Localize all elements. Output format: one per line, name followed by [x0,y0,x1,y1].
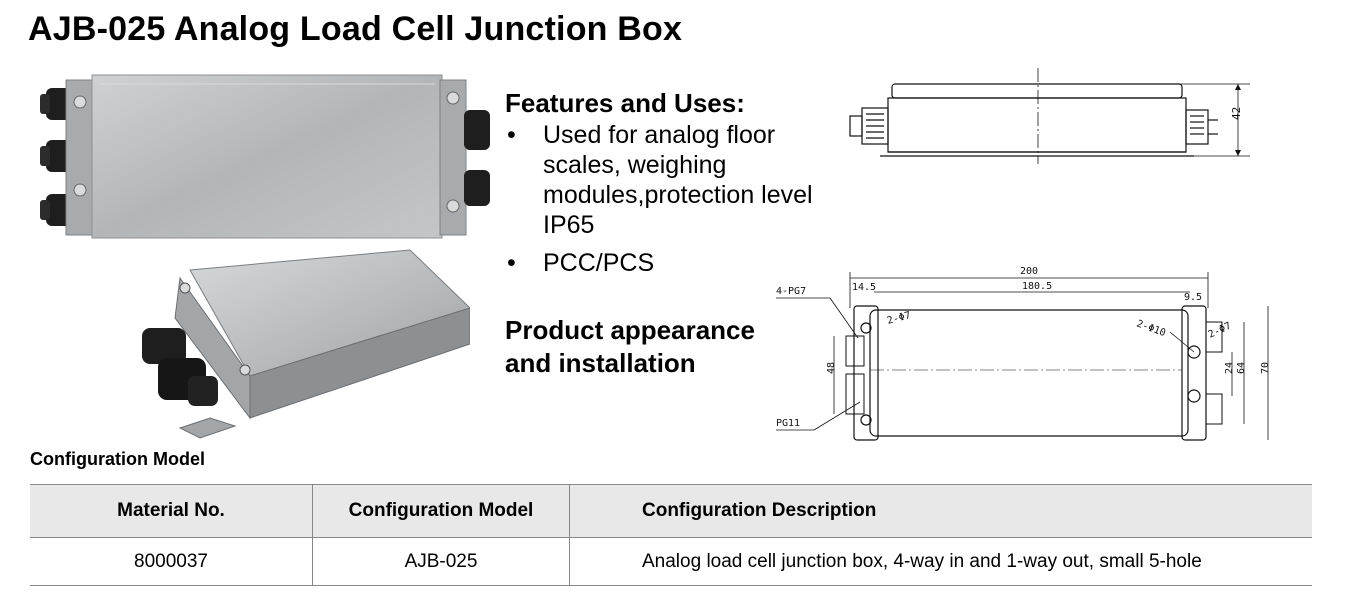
label-hole-left: 2-Φ7 [886,310,912,327]
dim-24: 24 [1224,362,1235,374]
cell-configuration-model: AJB-025 [312,537,570,586]
cell-configuration-description: Analog load cell junction box, 4-way in … [569,537,1312,586]
feature-text: PCC/PCS [543,249,655,277]
page-title: AJB-025 Analog Load Cell Junction Box [28,10,683,48]
label-pg7: 4-PG7 [776,286,806,297]
header-configuration-model: Configuration Model [312,484,570,538]
label-pg11: PG11 [776,418,800,429]
list-item: • Used for analog floor scales, weighing… [505,120,825,240]
product-photo-top [40,74,490,239]
dim-height-42: 42 [1230,107,1243,120]
header-material-no: Material No. [30,484,313,538]
config-table: Material No. Configuration Model Configu… [30,484,1312,586]
bullet-icon: • [507,249,516,277]
bullet-icon: • [507,121,516,149]
cable-gland-front [142,328,218,406]
appearance-heading-line-1: Product appearance [505,315,755,345]
dim-48: 48 [826,362,837,374]
label-hole-right-small: 2-Φ7 [1207,321,1233,341]
appearance-heading: Product appearance and installation [505,314,825,380]
config-caption: Configuration Model [30,449,205,469]
top-view-drawing: 200 180.5 14.5 9.5 4-PG7 PG11 2-Φ7 2-Φ10… [776,266,1271,441]
product-photo-angled [142,249,470,439]
features-heading: Features and Uses: [505,88,745,118]
appearance-heading-line-2: and installation [505,348,696,378]
dim-left-offset: 14.5 [852,282,876,293]
dim-64: 64 [1236,362,1247,374]
table-header-row: Material No. Configuration Model Configu… [30,484,1312,538]
dim-overall-length: 200 [1020,266,1038,277]
cell-material-no: 8000037 [30,537,313,586]
features-list: • Used for analog floor scales, weighing… [505,120,825,278]
dim-hole-spacing: 180.5 [1022,281,1052,292]
cable-gland-right [464,110,490,206]
features-section: Features and Uses: • Used for analog flo… [505,88,825,286]
feature-text: Used for analog floor scales, weighing m… [543,121,813,239]
dim-right-offset: 9.5 [1184,292,1202,303]
list-item: • PCC/PCS [505,248,825,278]
side-view-drawing: 42 [849,68,1250,164]
label-hole-right-large: 2-Φ10 [1135,318,1167,339]
dim-70: 70 [1260,362,1271,374]
header-configuration-description: Configuration Description [569,484,1312,538]
table-row: 8000037 AJB-025 Analog load cell junctio… [30,537,1312,586]
